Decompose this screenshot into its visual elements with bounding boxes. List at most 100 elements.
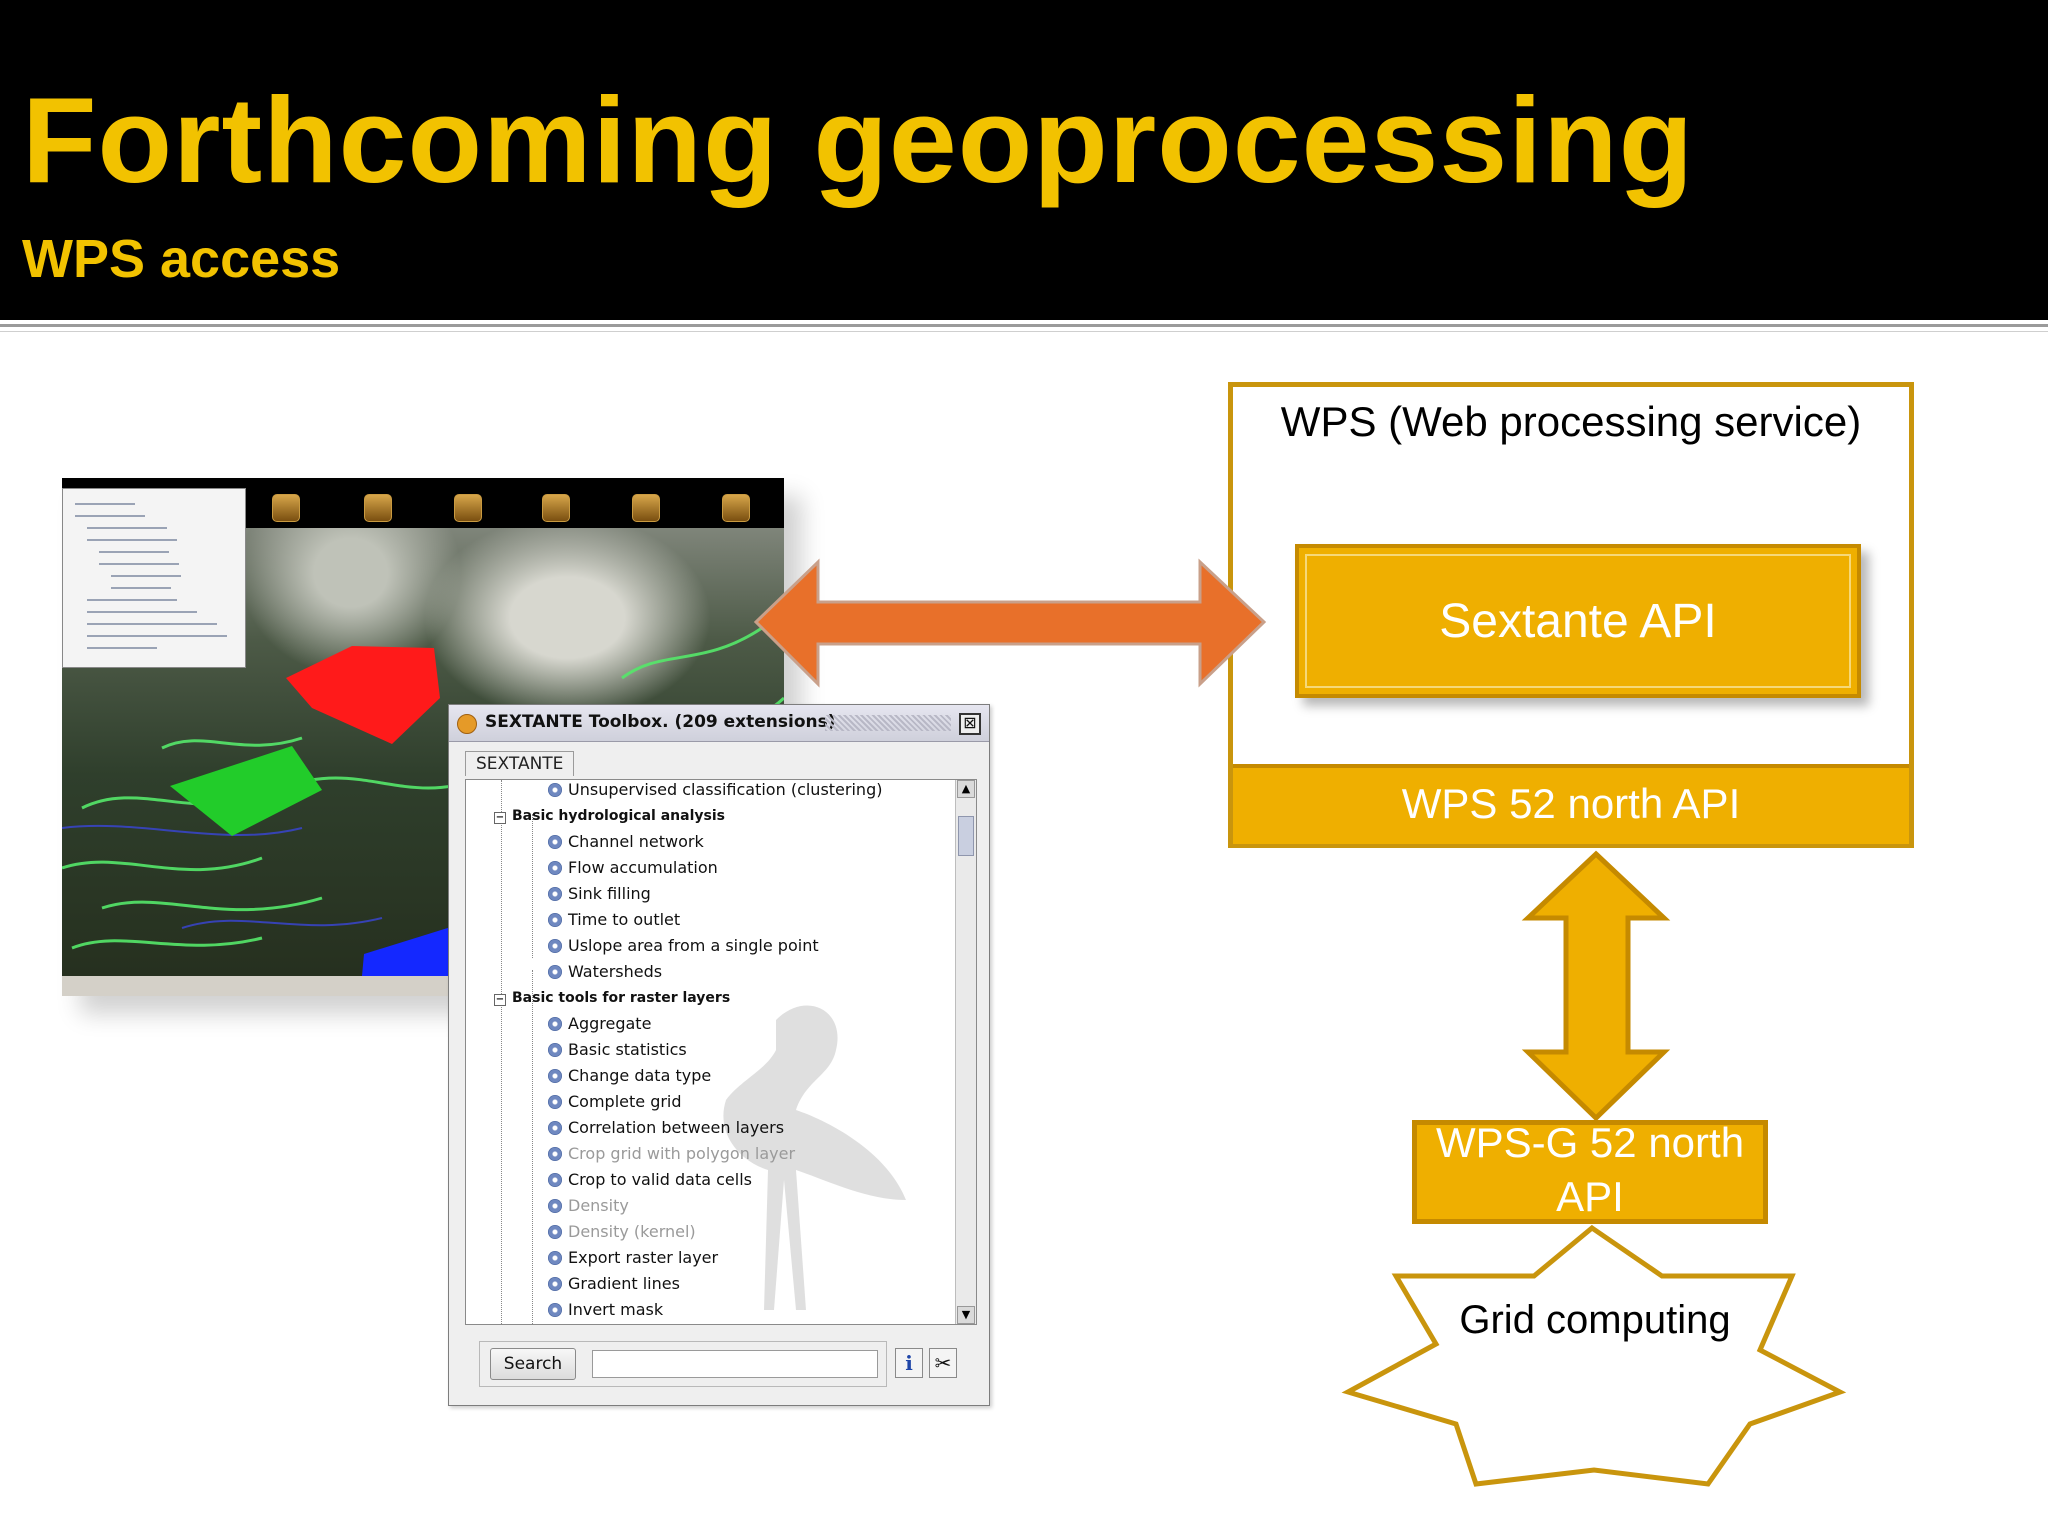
map-tool-icon — [722, 494, 750, 522]
sextante-api-box — [1295, 544, 1861, 698]
wps-g-api-box — [1412, 1120, 1768, 1224]
algorithm-tree[interactable]: Unsupervised classification (clustering)… — [465, 779, 977, 1325]
tree-scrollbar[interactable]: ▲ ▼ — [955, 780, 976, 1324]
tree-item[interactable]: Unsupervised classification (clustering) — [548, 780, 883, 802]
tree-item[interactable]: Complete grid — [548, 1090, 682, 1114]
slide-header: Forthcoming geoprocessing WPS access — [0, 0, 2048, 320]
tree-item-label: Gradient lines — [568, 1274, 680, 1293]
tree-item-label: Basic hydrological analysis — [512, 808, 725, 824]
map-tool-icon — [364, 494, 392, 522]
algorithm-gear-icon — [548, 835, 562, 849]
tree-item[interactable]: Channel network — [548, 830, 704, 854]
algorithm-gear-icon — [548, 1251, 562, 1265]
tree-guide — [532, 814, 533, 958]
collapse-icon: − — [494, 994, 506, 1006]
tree-item[interactable]: Invert mask — [548, 1298, 663, 1322]
wps52-api-label: WPS 52 north API — [1401, 780, 1741, 827]
tree-item-label: Density — [568, 1196, 629, 1215]
tree-item-label: Aggregate — [568, 1014, 652, 1033]
tree-item[interactable]: Uslope area from a single point — [548, 934, 819, 958]
algorithm-gear-icon — [548, 965, 562, 979]
tree-item[interactable]: Crop to valid data cells — [548, 1168, 752, 1192]
tree-item-label: Crop grid with polygon layer — [568, 1144, 796, 1163]
sextante-logo-icon — [457, 714, 477, 734]
tree-item[interactable]: Crop grid with polygon layer — [548, 1142, 795, 1166]
tree-item-label: Flow accumulation — [568, 858, 718, 877]
tree-item[interactable]: Time to outlet — [548, 908, 680, 932]
scroll-up-icon[interactable]: ▲ — [957, 780, 975, 798]
tree-item[interactable]: Watersheds — [548, 960, 662, 984]
wps-title: WPS (Web processing service) — [1280, 398, 1862, 445]
algorithm-gear-icon — [548, 887, 562, 901]
algorithm-gear-icon — [548, 1017, 562, 1031]
close-icon[interactable]: ⊠ — [959, 713, 981, 735]
sextante-toolbox-window: SEXTANTE Toolbox. (209 extensions) ⊠ SEX… — [448, 704, 990, 1406]
tree-item-label: Basic tools for raster layers — [512, 990, 731, 1006]
tree-group[interactable]: −Basic tools for raster layers — [494, 986, 730, 1010]
tree-item-label: Crop to valid data cells — [568, 1170, 752, 1189]
tree-group[interactable]: −Basic hydrological analysis — [494, 804, 725, 828]
tree-item[interactable]: Density (kernel) — [548, 1220, 696, 1244]
algorithm-gear-icon — [548, 783, 562, 797]
algorithm-gear-icon — [548, 913, 562, 927]
tree-item[interactable]: Sink filling — [548, 882, 651, 906]
tree-item[interactable]: Change data type — [548, 1064, 711, 1088]
search-area: Search — [479, 1341, 887, 1387]
slide-subtitle: WPS access — [22, 229, 341, 289]
header-divider-thin — [0, 331, 2048, 332]
tree-guide — [501, 780, 502, 1324]
tree-item-label: Invert mask — [568, 1300, 664, 1319]
info-icon[interactable]: i — [895, 1348, 923, 1378]
tree-item[interactable]: Aggregate — [548, 1012, 651, 1036]
tab-sextante[interactable]: SEXTANTE — [465, 751, 575, 776]
wps52-api-box — [1233, 764, 1909, 844]
tree-item-label: Channel network — [568, 832, 704, 851]
tree-item-label: Density (kernel) — [568, 1222, 696, 1241]
tree-item[interactable]: Correlation between layers — [548, 1116, 784, 1140]
tree-item[interactable]: Export raster layer — [548, 1246, 718, 1270]
wps-g-api-label: WPS-G 52 north API — [1435, 1119, 1745, 1220]
toolbox-title: SEXTANTE Toolbox. (209 extensions) — [485, 712, 836, 732]
scroll-down-icon[interactable]: ▼ — [957, 1306, 975, 1324]
header-divider — [0, 324, 2048, 327]
algorithm-gear-icon — [548, 1199, 562, 1213]
bidirectional-arrow-horizontal — [753, 558, 1267, 688]
sextante-api-label: Sextante API — [1439, 595, 1717, 648]
tree-item-label: Watersheds — [568, 962, 663, 981]
tree-item-label: Unsupervised classification (clustering) — [568, 780, 883, 799]
map-tool-icon — [542, 494, 570, 522]
settings-tools-icon[interactable]: ✂ — [929, 1348, 957, 1378]
algorithm-gear-icon — [548, 1173, 562, 1187]
search-button[interactable]: Search — [490, 1348, 576, 1380]
tree-item-label: Time to outlet — [568, 910, 681, 929]
collapse-icon: − — [494, 812, 506, 824]
tree-item-label: Change data type — [568, 1066, 712, 1085]
layer-tree-panel — [62, 488, 246, 668]
grid-computing-label: Grid computing — [1459, 1298, 1731, 1342]
tree-item[interactable]: Density — [548, 1194, 629, 1218]
bidirectional-arrow-vertical — [1521, 850, 1671, 1122]
algorithm-gear-icon — [548, 1095, 562, 1109]
tree-item-label: Uslope area from a single point — [568, 936, 819, 955]
grid-computing-star — [1341, 1224, 1847, 1487]
slide-title: Forthcoming geoprocessing — [22, 72, 1695, 208]
algorithm-gear-icon — [548, 1303, 562, 1317]
tree-item[interactable]: Gradient lines — [548, 1272, 680, 1296]
stork-watermark-icon — [723, 1005, 906, 1310]
tree-item-label: Sink filling — [568, 884, 651, 903]
algorithm-gear-icon — [548, 861, 562, 875]
tree-item[interactable]: Flow accumulation — [548, 856, 718, 880]
algorithm-gear-icon — [548, 1147, 562, 1161]
algorithm-gear-icon — [548, 1069, 562, 1083]
tree-item-label: Export raster layer — [568, 1248, 719, 1267]
map-tool-icon — [632, 494, 660, 522]
scroll-thumb[interactable] — [958, 816, 974, 856]
tree-item-label: Complete grid — [568, 1092, 682, 1111]
search-input[interactable] — [592, 1350, 878, 1378]
zoom-icon — [454, 494, 482, 522]
algorithm-gear-icon — [548, 939, 562, 953]
tree-item[interactable]: Basic statistics — [548, 1038, 687, 1062]
titlebar-grip — [825, 715, 951, 731]
algorithm-gear-icon — [548, 1225, 562, 1239]
